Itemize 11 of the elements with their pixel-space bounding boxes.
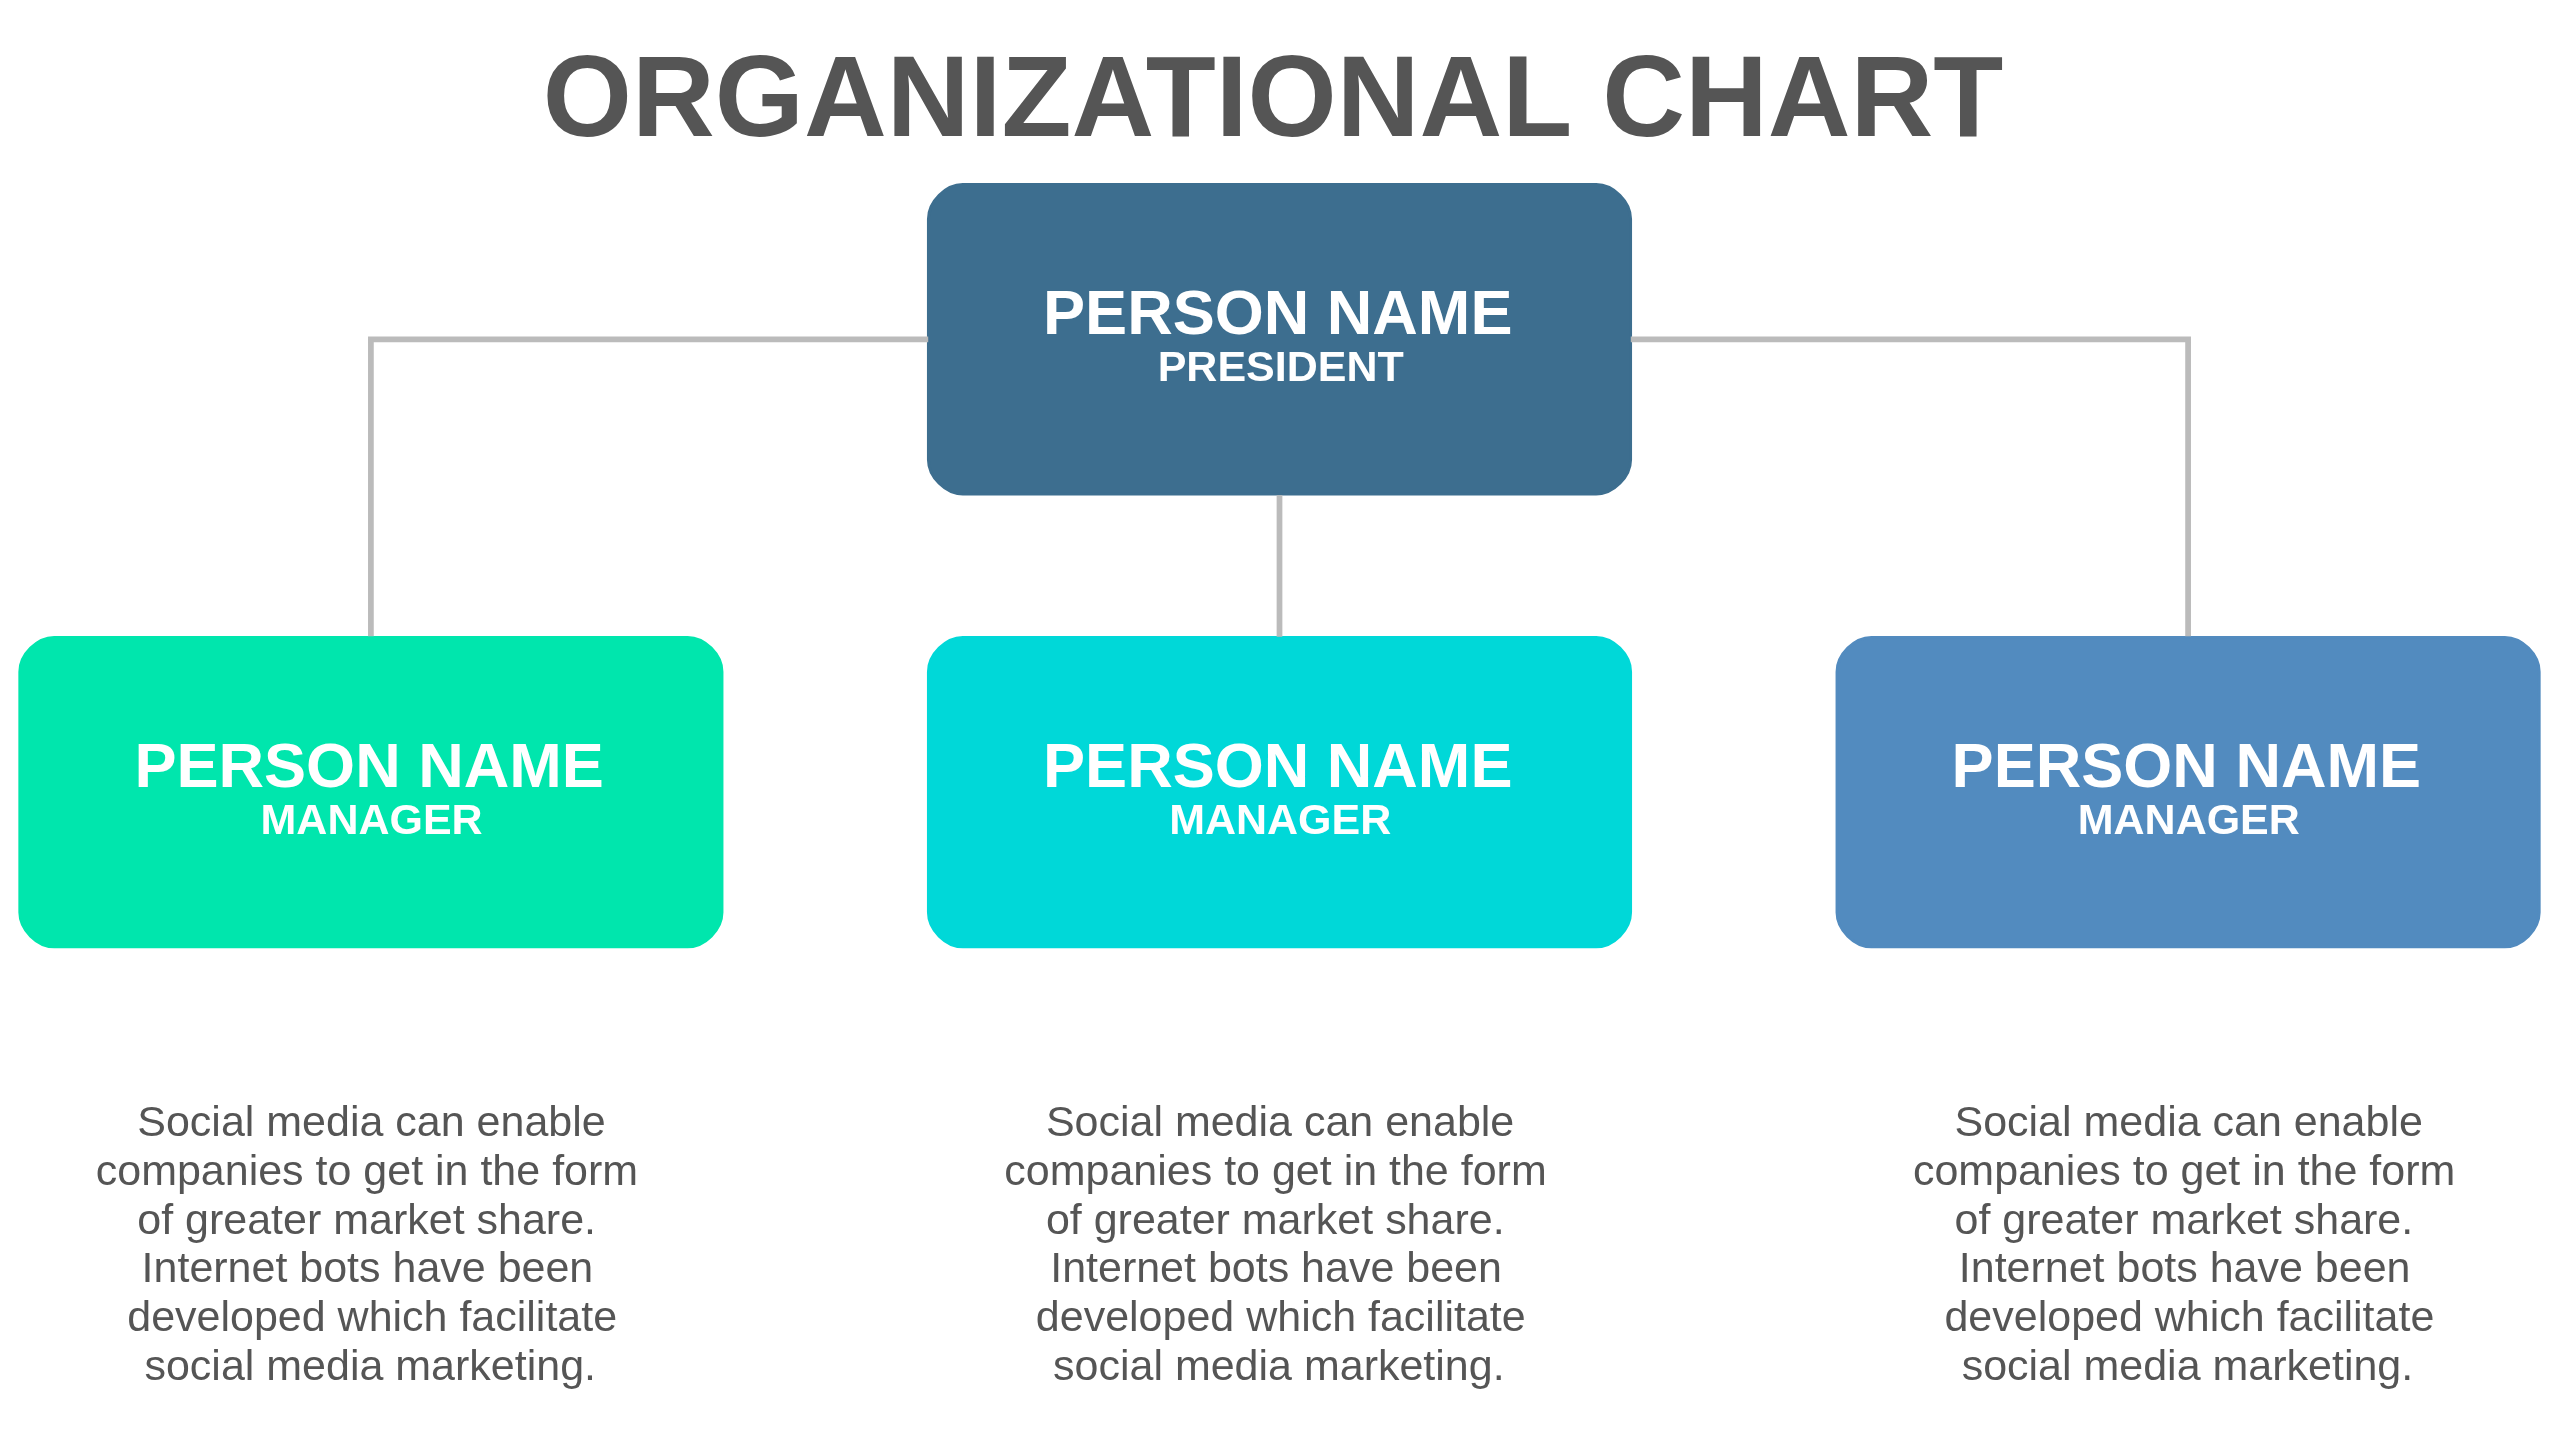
node-box: PERSON NAME MANAGER [1835, 635, 2541, 948]
diagram-title: ORGANIZATIONAL CHART [542, 31, 2004, 160]
node-box: PERSON NAME MANAGER [18, 635, 724, 948]
connector [1276, 494, 1283, 637]
node-label: Social media can enable companies to get in the form of greater market share. Internet bots have been developed which facilitate social media marketing. [1912, 1096, 2456, 1389]
node-label: Social media can enable companies to get in the form of greater market share. Internet bots have been developed which facilitate social media marketing. [1004, 1096, 1547, 1389]
connector [1630, 335, 2191, 636]
node-box: PERSON NAME PRESIDENT [926, 182, 1633, 495]
connector [368, 335, 929, 636]
node-label: Social media can enable companies to get in the form of greater market share. Internet bots have been developed which facilitate social media marketing. [95, 1096, 639, 1389]
node-box: PERSON NAME MANAGER [926, 635, 1633, 948]
